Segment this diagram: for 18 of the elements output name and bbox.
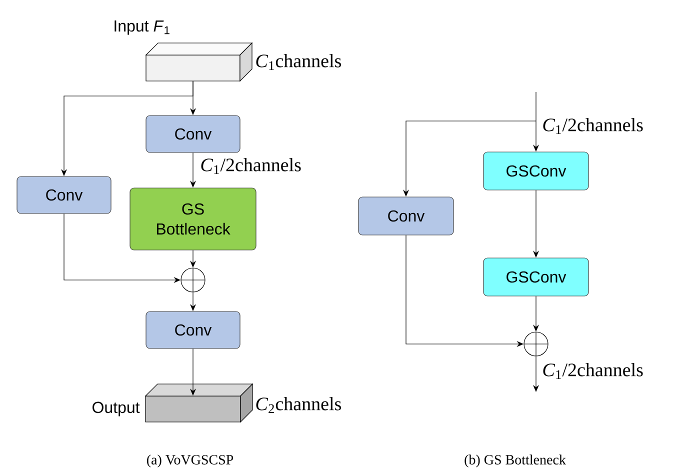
sum-symbol — [180, 268, 206, 292]
block-box: GSConv — [483, 152, 589, 190]
channel-label: C$_{1}$channels — [256, 54, 341, 70]
caption: (b) GS Bottleneck — [464, 454, 566, 468]
channel-label: C$_{2}$channels — [256, 396, 341, 413]
edge-label: C$_{1}$/2channels — [541, 362, 644, 380]
block-box: Conv — [358, 196, 454, 236]
block-box: GSConv — [483, 258, 589, 296]
edge-label: C$_{1}$/2channels — [541, 117, 644, 135]
block-box: Conv — [16, 176, 112, 214]
block-box: GS Bottleneck — [130, 188, 256, 250]
block-box: Conv — [146, 115, 240, 153]
edge-label: C$_{1}$/2channels — [199, 157, 302, 175]
caption: (a) VoVGSCSP — [147, 454, 234, 468]
block-heading: Input F$_{1}$ — [114, 20, 170, 35]
sum-symbol — [524, 332, 548, 356]
block-heading: Output — [92, 402, 140, 416]
block-box: Conv — [146, 311, 240, 349]
